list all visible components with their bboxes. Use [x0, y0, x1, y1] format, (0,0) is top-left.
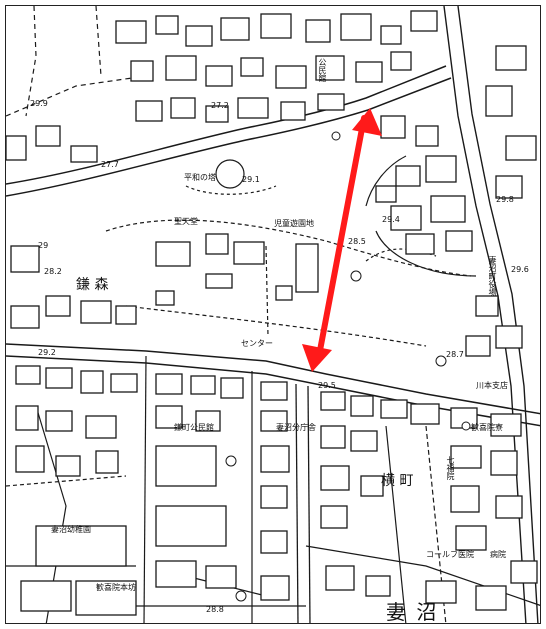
double-headed-arrow-icon: [302, 108, 382, 372]
label-heiwa-no-to: 平和の塔: [184, 173, 216, 182]
elevation-label: 28.2: [44, 267, 62, 276]
elevation-label: 29.6: [511, 265, 529, 274]
elevation-label: 28.7: [446, 350, 464, 359]
label-kangi-in-ryou: 歓喜院寮: [471, 423, 503, 432]
label-seitendou: 聖天堂: [174, 217, 198, 226]
elevation-label: 28.5: [348, 237, 366, 246]
map-frame: 平和の塔 児童遊園地 聖天堂 鎌 森 鎌町公民館 妻沼幼稚園 妻沼分庁舎 横 町…: [5, 5, 541, 624]
label-kanmachi-koumin: 鎌町公民館: [174, 423, 214, 432]
label-yokomachi: 横 町: [381, 473, 414, 489]
elevation-label: 28.8: [206, 605, 224, 614]
elevation-label: 29.5: [318, 381, 336, 390]
label-kangi-in: 歓喜院本坊: [96, 583, 136, 592]
label-center: センター: [241, 339, 273, 348]
elevation-label: 29.8: [496, 195, 514, 204]
label-tsumanuma-youchien: 妻沼幼稚園: [51, 525, 91, 534]
map-linework: [6, 6, 540, 623]
label-jidou-yuuenchi: 児童遊園地: [274, 219, 314, 228]
elevation-label: 29.4: [382, 215, 400, 224]
label-byouin: 病院: [490, 550, 506, 559]
elevation-label: 29: [38, 241, 49, 250]
label-kouminkan-top: 公民館: [318, 58, 327, 82]
label-kohmi-clinic: コールフ医院: [426, 550, 474, 559]
label-shichifuku-in: 七福院: [446, 456, 455, 480]
label-tsuma-mukai: 妻沼町役場: [488, 256, 497, 296]
elevation-label: 27.7: [101, 160, 119, 169]
label-kawamoto-shiten: 川本支店: [476, 381, 508, 390]
label-tsumanuma: 妻 沼: [386, 600, 439, 624]
label-tsumanuma-bunchou: 妻沼分庁舎: [276, 423, 316, 432]
elevation-label: 29.9: [30, 99, 48, 108]
elevation-label: 29.2: [38, 348, 56, 357]
label-kanei-mori: 鎌 森: [76, 277, 109, 293]
elevation-label: 29.1: [242, 175, 260, 184]
elevation-label: 27.2: [211, 101, 229, 110]
